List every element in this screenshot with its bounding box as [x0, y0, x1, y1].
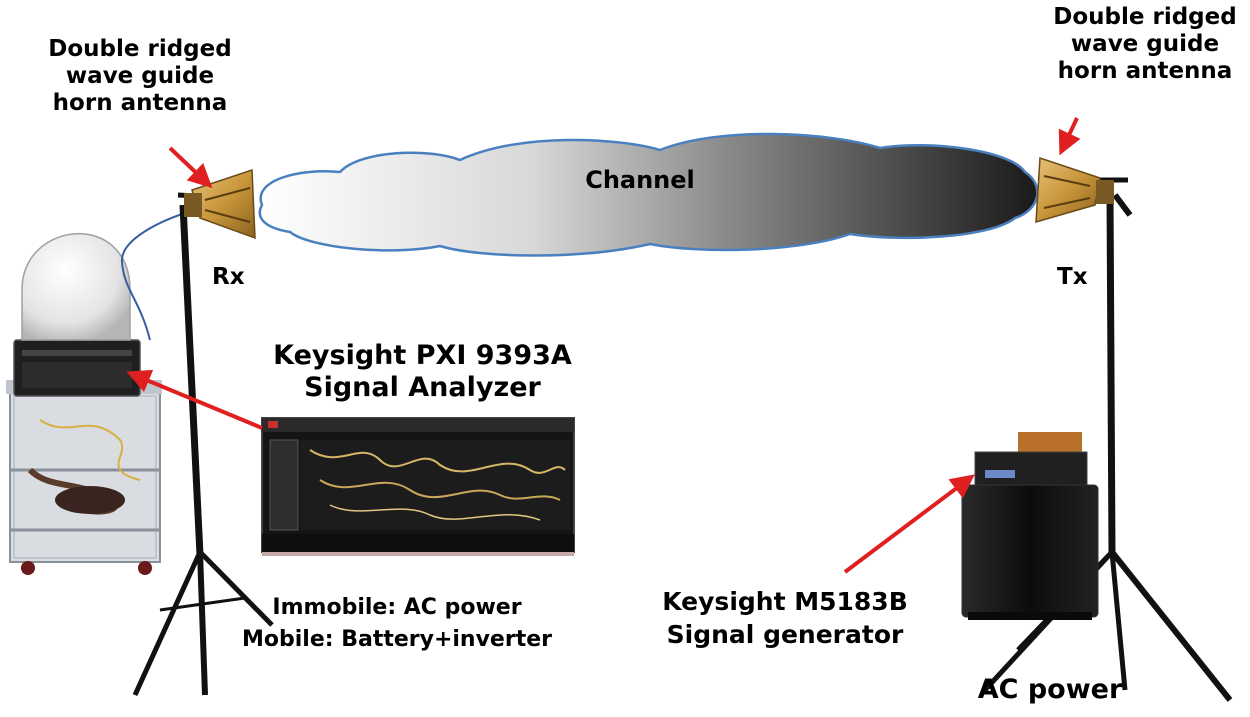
generator-arrow	[843, 474, 975, 574]
rx-horn-antenna	[184, 168, 256, 240]
tx-antenna-arrow	[1058, 117, 1081, 156]
analyzer-label-line1: Keysight PXI 9393A	[273, 340, 572, 371]
tx-label: Tx	[1057, 264, 1088, 290]
generator-label: Keysight M5183B Signal generator	[640, 586, 930, 651]
analyzer-label-line2: Signal Analyzer	[304, 371, 541, 403]
tx-horn-antenna	[1035, 156, 1114, 224]
power-mode-immobile: Immobile: AC power	[272, 595, 522, 620]
power-mode-mobile: Mobile: Battery+inverter	[241, 626, 552, 652]
tx-antenna-label: Double ridged wave guide horn antenna	[1045, 4, 1245, 85]
rx-cable	[120, 209, 196, 341]
rx-cart	[6, 380, 162, 575]
channel-label: Channel	[585, 166, 695, 194]
generator-label-line1: Keysight M5183B	[662, 587, 908, 616]
tx-antenna-label-line1: Double ridged	[1053, 4, 1237, 30]
rx-antenna-label-line3: horn antenna	[52, 90, 228, 117]
rx-antenna-arrow	[168, 146, 213, 189]
rx-dome	[21, 232, 131, 341]
rx-antenna-label-line2: wave guide	[65, 63, 215, 90]
signal-generator-box	[961, 432, 1099, 620]
power-modes-label: Immobile: AC power Mobile: Battery+inver…	[222, 592, 572, 656]
tx-power-label: AC power	[977, 674, 1123, 705]
analyzer-arrow	[126, 369, 263, 430]
channel-cloud	[258, 132, 1039, 257]
rx-antenna-label-line1: Double ridged	[48, 36, 232, 62]
rx-label: Rx	[212, 264, 245, 290]
generator-label-line2: Signal generator	[666, 619, 904, 649]
analyzer-label: Keysight PXI 9393A Signal Analyzer	[250, 340, 595, 404]
pxi-analyzer-image	[261, 417, 575, 556]
tx-antenna-label-line3: horn antenna	[1057, 58, 1233, 85]
tx-antenna-label-line2: wave guide	[1070, 31, 1220, 58]
rx-tripod	[132, 192, 274, 697]
rx-antenna-label: Double ridged wave guide horn antenna	[40, 36, 240, 117]
